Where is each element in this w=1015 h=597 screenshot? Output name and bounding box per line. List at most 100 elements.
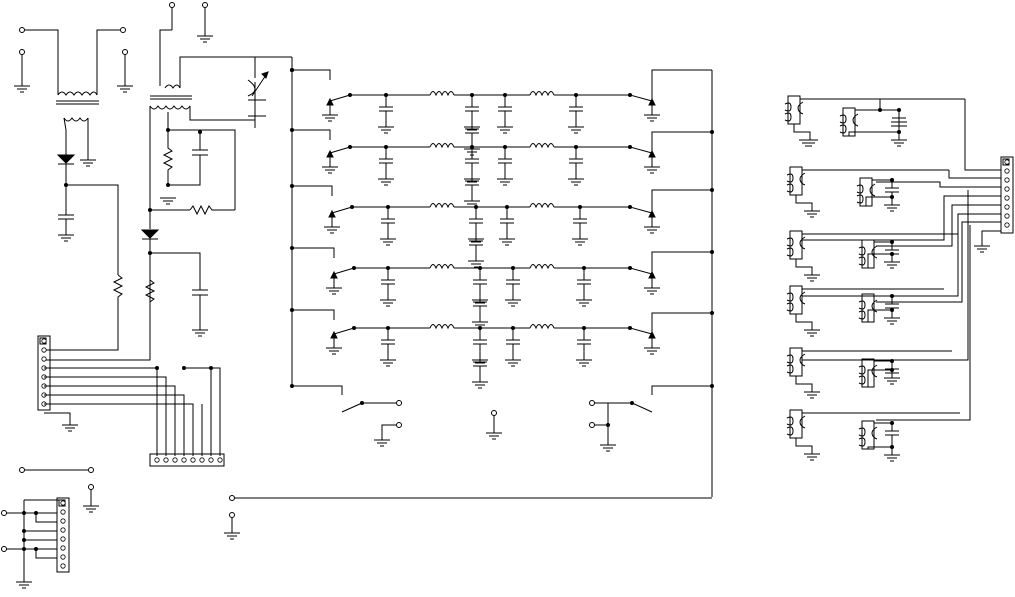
connector-pin: [200, 458, 204, 462]
ground-symbol: [644, 227, 660, 233]
relay: [859, 240, 899, 268]
ground-symbol: [804, 211, 820, 217]
cap-secondary: [192, 132, 208, 160]
ground-symbol: [83, 506, 99, 512]
ground-symbol: [322, 167, 338, 173]
capacitor: [472, 354, 488, 388]
ground-symbol: [600, 445, 616, 451]
ground-symbol: [326, 288, 342, 294]
switch-contact: [649, 272, 655, 278]
transformer-1: [56, 92, 99, 160]
ground-symbol: [326, 348, 342, 354]
connector-pin: [42, 357, 46, 361]
connector-pin: [1005, 205, 1009, 209]
ground-symbol: [644, 288, 660, 294]
capacitor: [576, 268, 592, 306]
inductor: [430, 204, 454, 208]
capacitor: [378, 95, 394, 133]
variable-capacitor: [248, 57, 268, 128]
relay: [859, 421, 899, 455]
ground-symbol: [974, 246, 990, 252]
input-transformer-section: [20, 3, 295, 361]
capacitor: [576, 328, 592, 366]
switch-contact: [649, 99, 655, 105]
ground-symbol: [58, 235, 74, 241]
connector-pin: [164, 458, 168, 462]
filter-row-3: [290, 184, 714, 267]
capacitor: [568, 95, 584, 133]
inductor: [430, 265, 454, 269]
ground-symbol: [804, 454, 820, 460]
ground-symbol: [804, 275, 820, 281]
ground-symbol: [486, 433, 502, 439]
inductor: [530, 325, 554, 329]
header-8pin-left: [38, 336, 50, 410]
connector-pin: [61, 555, 65, 559]
switch-contact: [649, 211, 655, 217]
connector-pin: [191, 458, 195, 462]
inductor: [430, 144, 454, 148]
ground-symbol: [884, 455, 900, 461]
header-8pin-right: [1001, 157, 1013, 233]
inductor: [530, 92, 554, 96]
capacitor: [472, 294, 488, 328]
capacitor: [497, 95, 513, 133]
ground-symbol: [322, 115, 338, 121]
connector-pin: [61, 528, 65, 532]
relay: [840, 108, 906, 140]
ground-symbol: [117, 86, 133, 92]
ground-symbol: [324, 227, 340, 233]
corner-section: [2, 468, 94, 583]
bottom-switch-right: [590, 401, 653, 446]
ground-symbol: [884, 205, 900, 211]
relay: [785, 96, 965, 140]
connector-pin: [209, 458, 213, 462]
connector-pin: [61, 510, 65, 514]
connector-pin: [1005, 196, 1009, 200]
connector-pin: [173, 458, 177, 462]
bottom-switch-left: [342, 401, 497, 441]
connector-pin: [1005, 214, 1009, 218]
ground-symbol: [224, 533, 240, 539]
capacitor: [468, 233, 484, 267]
inductor: [530, 204, 554, 208]
rectifier-diode-1: [58, 155, 74, 164]
ground-symbol: [644, 115, 660, 121]
connector-pin: [61, 537, 65, 541]
capacitor: [464, 173, 480, 207]
filter-cap-2: [192, 290, 208, 330]
connector-pin: [61, 546, 65, 550]
connector-pin: [61, 501, 65, 505]
relay: [859, 359, 899, 387]
capacitor: [505, 328, 521, 366]
resistor-bias-1: [44, 275, 122, 350]
relay: [787, 167, 949, 211]
connector-pin: [218, 458, 222, 462]
resistor-horizontal: [190, 206, 235, 214]
ground-symbol: [62, 425, 78, 431]
connector-pin: [42, 339, 46, 343]
ground-symbol: [374, 440, 390, 446]
junction-dot: [710, 384, 714, 388]
connector-pin: [1005, 169, 1009, 173]
ground-symbol: [884, 378, 900, 384]
switch-contact: [649, 332, 655, 338]
ground-symbol: [884, 318, 900, 324]
connector-pin: [1005, 160, 1009, 164]
connector-pin: [155, 458, 159, 462]
capacitor: [568, 147, 584, 185]
junction-dot: [290, 384, 294, 388]
connector-pin: [1005, 178, 1009, 182]
capacitor: [505, 268, 521, 306]
capacitor: [499, 207, 515, 245]
connector-pin: [1005, 187, 1009, 191]
capacitor: [380, 268, 396, 306]
ground-symbol: [891, 140, 907, 146]
connector-pin: [182, 458, 186, 462]
connector-pin: [61, 564, 65, 568]
inductor: [430, 92, 454, 96]
capacitor: [497, 147, 513, 185]
ground-symbol: [192, 330, 208, 336]
filter-cap-1: [58, 215, 74, 235]
ground-symbol: [80, 160, 96, 166]
